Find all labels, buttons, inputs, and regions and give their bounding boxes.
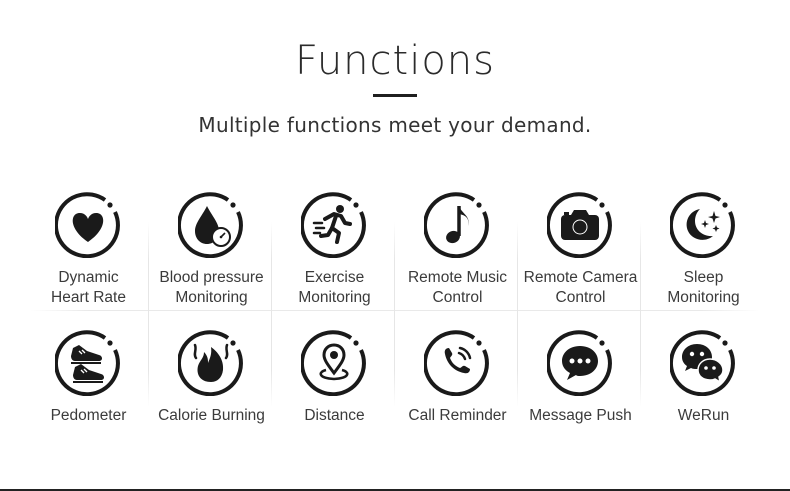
- feature-heart-rate: Dynamic Heart Rate: [27, 188, 150, 313]
- feature-label: Remote Music Control: [407, 269, 508, 306]
- feature-remote-music: Remote Music Control: [396, 188, 519, 313]
- feature-label: Pedometer: [50, 407, 127, 424]
- running-person-icon: [301, 192, 367, 258]
- music-note-icon: [424, 192, 490, 258]
- feature-label: Remote Camera Control: [523, 269, 638, 306]
- feature-label: Exercise Monitoring: [298, 269, 371, 306]
- feature-blood-pressure: Blood pressure Monitoring: [150, 188, 273, 313]
- page-title: Functions: [295, 38, 495, 84]
- column-divider: [271, 222, 272, 407]
- moon-stars-icon: [670, 192, 736, 258]
- blood-drop-gauge-icon: [178, 192, 244, 258]
- feature-label: Distance: [304, 407, 365, 424]
- feature-exercise: Exercise Monitoring: [273, 188, 396, 313]
- feature-label: Dynamic Heart Rate: [51, 269, 126, 306]
- flame-icon: [178, 330, 244, 396]
- feature-label: Blood pressure Monitoring: [159, 269, 264, 306]
- feature-message-push: Message Push: [519, 326, 642, 451]
- feature-label: WeRun: [677, 407, 730, 424]
- feature-sleep: Sleep Monitoring: [642, 188, 765, 313]
- page-subtitle: Multiple functions meet your demand.: [198, 113, 592, 137]
- phone-ringing-icon: [424, 330, 490, 396]
- column-divider: [517, 222, 518, 407]
- column-divider: [148, 222, 149, 407]
- feature-label: Call Reminder: [408, 407, 507, 424]
- feature-call-reminder: Call Reminder: [396, 326, 519, 451]
- sneakers-icon: [55, 330, 121, 396]
- camera-icon: [547, 192, 613, 258]
- features-grid: Dynamic Heart Rate Blood pressure Monito…: [27, 188, 764, 438]
- row-divider: [30, 310, 760, 311]
- wechat-icon: [670, 330, 736, 396]
- feature-distance: Distance: [273, 326, 396, 451]
- chat-bubble-icon: [547, 330, 613, 396]
- feature-label: Sleep Monitoring: [667, 269, 740, 306]
- column-divider: [394, 222, 395, 407]
- column-divider: [640, 222, 641, 407]
- feature-label: Message Push: [529, 407, 632, 424]
- feature-werun: WeRun: [642, 326, 765, 451]
- heart-icon: [55, 192, 121, 258]
- feature-calorie-burning: Calorie Burning: [150, 326, 273, 451]
- title-underline: [373, 94, 417, 97]
- feature-label: Calorie Burning: [158, 407, 265, 424]
- location-pin-icon: [301, 330, 367, 396]
- feature-pedometer: Pedometer: [27, 326, 150, 451]
- feature-remote-camera: Remote Camera Control: [519, 188, 642, 313]
- bottom-border: [0, 489, 790, 491]
